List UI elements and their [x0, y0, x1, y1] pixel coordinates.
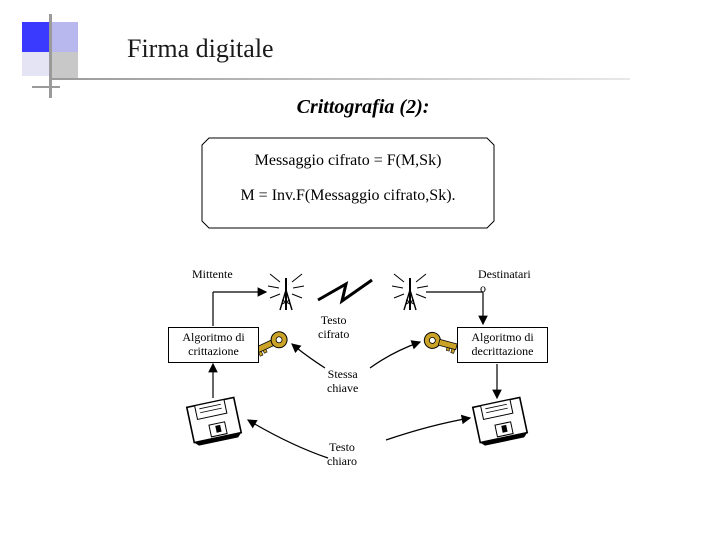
plaintext-right-arrow: [385, 414, 472, 441]
decrypt-box-line1: Algoritmo di: [471, 330, 534, 344]
key-icon: [255, 331, 288, 357]
antenna-icon: [391, 273, 429, 311]
slide-subtitle: Crittografia (2):: [296, 96, 430, 118]
sender-label: Mittente: [192, 267, 233, 281]
encrypt-box-line1: Algoritmo di: [182, 330, 245, 344]
receiver-label-line1: Destinatari: [478, 267, 531, 281]
corner-decoration: [0, 0, 80, 100]
title-underline: [50, 78, 630, 80]
key-left-arrow: [291, 343, 326, 369]
encrypt-box-line2: crittazione: [188, 344, 239, 358]
floppy-disk-icon: [471, 396, 529, 446]
antenna-icon: [267, 273, 305, 311]
plaintext-left-arrow: [246, 419, 329, 459]
encrypt-algorithm-box: Algoritmo di crittazione: [168, 327, 259, 363]
key-label: Stessa chiave: [327, 367, 358, 395]
key-line1: Stessa: [327, 367, 358, 381]
formula-box: Messaggio cifrato = F(M,Sk) M = Inv.F(Me…: [201, 137, 495, 229]
key-line2: chiave: [327, 381, 359, 395]
formula-decrypt: M = Inv.F(Messaggio cifrato,Sk).: [240, 187, 456, 204]
ciphertext-line2: cifrato: [318, 327, 350, 341]
ciphertext-label: Testo cifrato: [318, 313, 349, 341]
lightning-icon: [317, 278, 373, 305]
plaintext-line1: Testo: [329, 440, 355, 454]
decrypt-algorithm-box: Algoritmo di decrittazione: [457, 327, 548, 363]
formula-box-border: [201, 137, 495, 229]
key-icon: [423, 331, 458, 354]
slide-title: Firma digitale: [127, 34, 274, 63]
decrypt-box-line2: decrittazione: [471, 344, 534, 358]
plaintext-label: Testo chiaro: [327, 440, 357, 468]
receiver-label: Destinatari o: [478, 267, 531, 295]
receiver-label-line2: o: [480, 281, 486, 295]
ciphertext-line1: Testo: [320, 313, 347, 327]
plaintext-line2: chiaro: [327, 454, 357, 468]
floppy-disk-icon: [185, 396, 243, 446]
key-right-arrow: [369, 340, 422, 369]
formula-encrypt: Messaggio cifrato = F(M,Sk): [254, 152, 442, 169]
